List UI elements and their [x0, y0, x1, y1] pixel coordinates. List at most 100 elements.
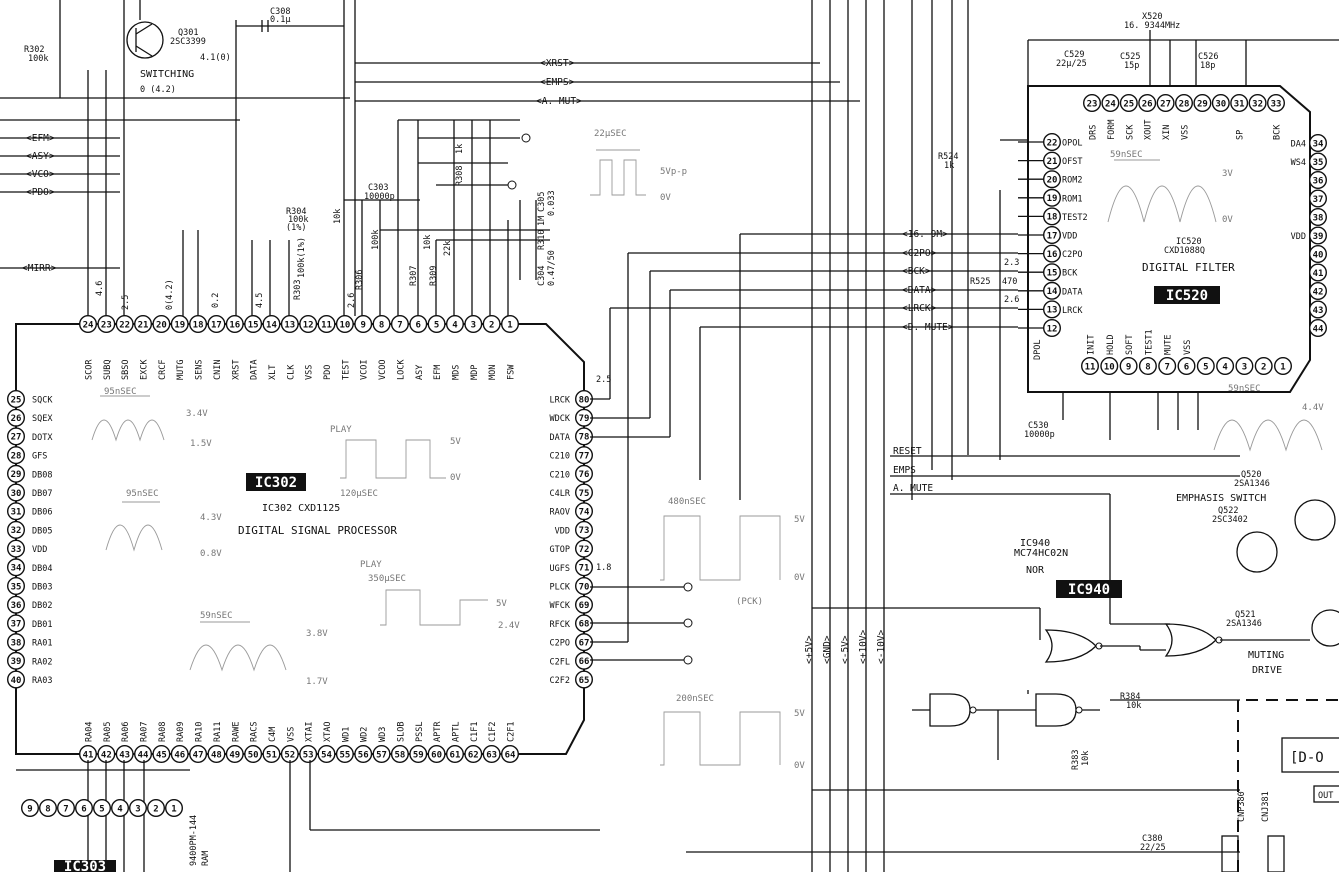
- pin-number: 18: [193, 320, 204, 330]
- pin-5: 5: [427, 315, 446, 334]
- nor-gate-1: [1044, 629, 1103, 663]
- pin-32: 32: [6, 520, 26, 539]
- pin-3: 3: [1235, 357, 1254, 376]
- signal-data: <DATA>: [902, 285, 937, 296]
- pin-8: 8: [372, 315, 391, 334]
- wave8-lo: 0V: [794, 573, 805, 583]
- pin-v-17: 0.2: [211, 293, 221, 308]
- pin-number: 26: [1142, 99, 1153, 109]
- ic940-ref: IC940: [1020, 538, 1050, 549]
- pin-number: 20: [1047, 176, 1058, 186]
- svg-text:2: 2: [153, 804, 158, 814]
- ic520-body: [1027, 85, 1311, 393]
- pin-label: TEST2: [1062, 213, 1088, 223]
- pin-6: 6: [1177, 357, 1196, 376]
- r306-value: 100k: [371, 230, 381, 250]
- pin-37: 37: [1308, 189, 1327, 208]
- pin-label: EXCK: [140, 359, 150, 380]
- nor-gate-4: [1035, 693, 1083, 727]
- wave4-period: 120μSEC: [340, 489, 378, 499]
- pin-label: WS4: [1291, 158, 1306, 168]
- pin-number: 63: [486, 750, 497, 760]
- r525-ref: R525: [970, 277, 990, 287]
- pin-label: ROM1: [1062, 194, 1082, 204]
- signal-lrck: <LRCK>: [902, 303, 937, 314]
- wave8-hi: 5V: [794, 515, 805, 525]
- r384-ref: R384: [1120, 692, 1140, 702]
- top-pin-wires: [87, 0, 509, 316]
- x520-ref: X520: [1142, 12, 1162, 22]
- ic940-badge: IC940: [1056, 580, 1122, 598]
- pin-number: 11: [321, 320, 332, 330]
- pin-48: 48: [207, 745, 226, 764]
- pin-number: 79: [579, 414, 590, 424]
- pin-label: RA04: [85, 722, 95, 742]
- pin-8: 8: [1138, 357, 1157, 376]
- pin-number: 44: [138, 750, 149, 760]
- pin-label: C210: [550, 470, 570, 480]
- pin-label: DATA: [550, 433, 570, 443]
- out-label: OUT: [1318, 791, 1333, 801]
- pin-number: 22: [1047, 138, 1058, 148]
- pin-69: 69: [575, 595, 594, 614]
- svg-text:1: 1: [171, 804, 176, 814]
- pin-25: 25: [6, 390, 26, 409]
- pin-v-lrck: 2.6: [1004, 295, 1019, 305]
- signal-mirr: <MIRR>: [22, 263, 57, 274]
- pin-number: 42: [1313, 287, 1324, 297]
- pin-number: 50: [248, 750, 259, 760]
- pin-10: 10: [1100, 357, 1119, 376]
- wave10-time: 59nSEC: [1228, 384, 1261, 394]
- ic520-badge-text: IC520: [1166, 288, 1208, 304]
- pin-number: 37: [1313, 195, 1324, 205]
- pin-label: XLT: [268, 365, 278, 380]
- pin-21: 21: [1042, 151, 1061, 170]
- pin-number: 7: [397, 320, 402, 330]
- pin-11: 11: [317, 315, 336, 334]
- pin-label: DB06: [32, 508, 52, 518]
- svg-text:4: 4: [117, 804, 123, 814]
- nor-gate-3: [929, 693, 977, 727]
- pin-number: 39: [1313, 232, 1324, 242]
- pin-38: 38: [1308, 207, 1327, 226]
- pin-72: 72: [575, 539, 594, 558]
- pin-number: 14: [1047, 287, 1058, 297]
- wave6-lo: 1.7V: [306, 677, 328, 687]
- r524-ref: R524: [938, 152, 958, 162]
- pin-label: CNIN: [213, 360, 223, 380]
- rail-plus5v: <+5V>: [804, 635, 815, 664]
- pin-number: 31: [1234, 99, 1245, 109]
- cnp380-label: CNP380: [1237, 791, 1247, 822]
- q301-part: 2SC3399: [170, 37, 206, 47]
- pin-number: 9: [1126, 362, 1131, 372]
- pin-number: 20: [156, 320, 167, 330]
- pin-number: 39: [11, 657, 22, 667]
- pin-74: 74: [575, 502, 594, 521]
- muting-label: MUTING: [1248, 650, 1284, 661]
- pin-label: WD3: [378, 727, 388, 742]
- pin-number: 12: [1047, 324, 1058, 334]
- pin-label: INIT: [1087, 335, 1097, 355]
- pin-number: 34: [11, 564, 22, 574]
- r383-ref: R383: [1071, 750, 1081, 770]
- pin-label: LOCK: [396, 359, 406, 380]
- pin-20: 20: [152, 315, 171, 334]
- pin-number: 57: [376, 750, 387, 760]
- pin-number: 56: [358, 750, 369, 760]
- pin-1: 1: [501, 315, 520, 334]
- pin-label: CRCF: [158, 360, 168, 380]
- pin-number: 76: [579, 470, 590, 480]
- waveform-5: PLAY 350μSEC 5V 2.4V: [360, 560, 520, 631]
- wave3-lo: 0.8V: [200, 549, 222, 559]
- ic302-bottom-pins: 41RA0442RA0543RA0644RA0745RA0846RA0947RA…: [78, 721, 520, 764]
- pin-17: 17: [1042, 225, 1061, 244]
- c305-value: 0.033: [547, 190, 557, 216]
- ram-pin-3: 3: [128, 799, 147, 818]
- pin-number: 49: [229, 750, 240, 760]
- nor-gate-2: [1164, 623, 1223, 657]
- pin-number: 25: [1123, 99, 1134, 109]
- wave1-level: 5Vp-p: [660, 167, 687, 177]
- out-box: [1313, 785, 1339, 803]
- pin-number: 17: [1047, 231, 1058, 241]
